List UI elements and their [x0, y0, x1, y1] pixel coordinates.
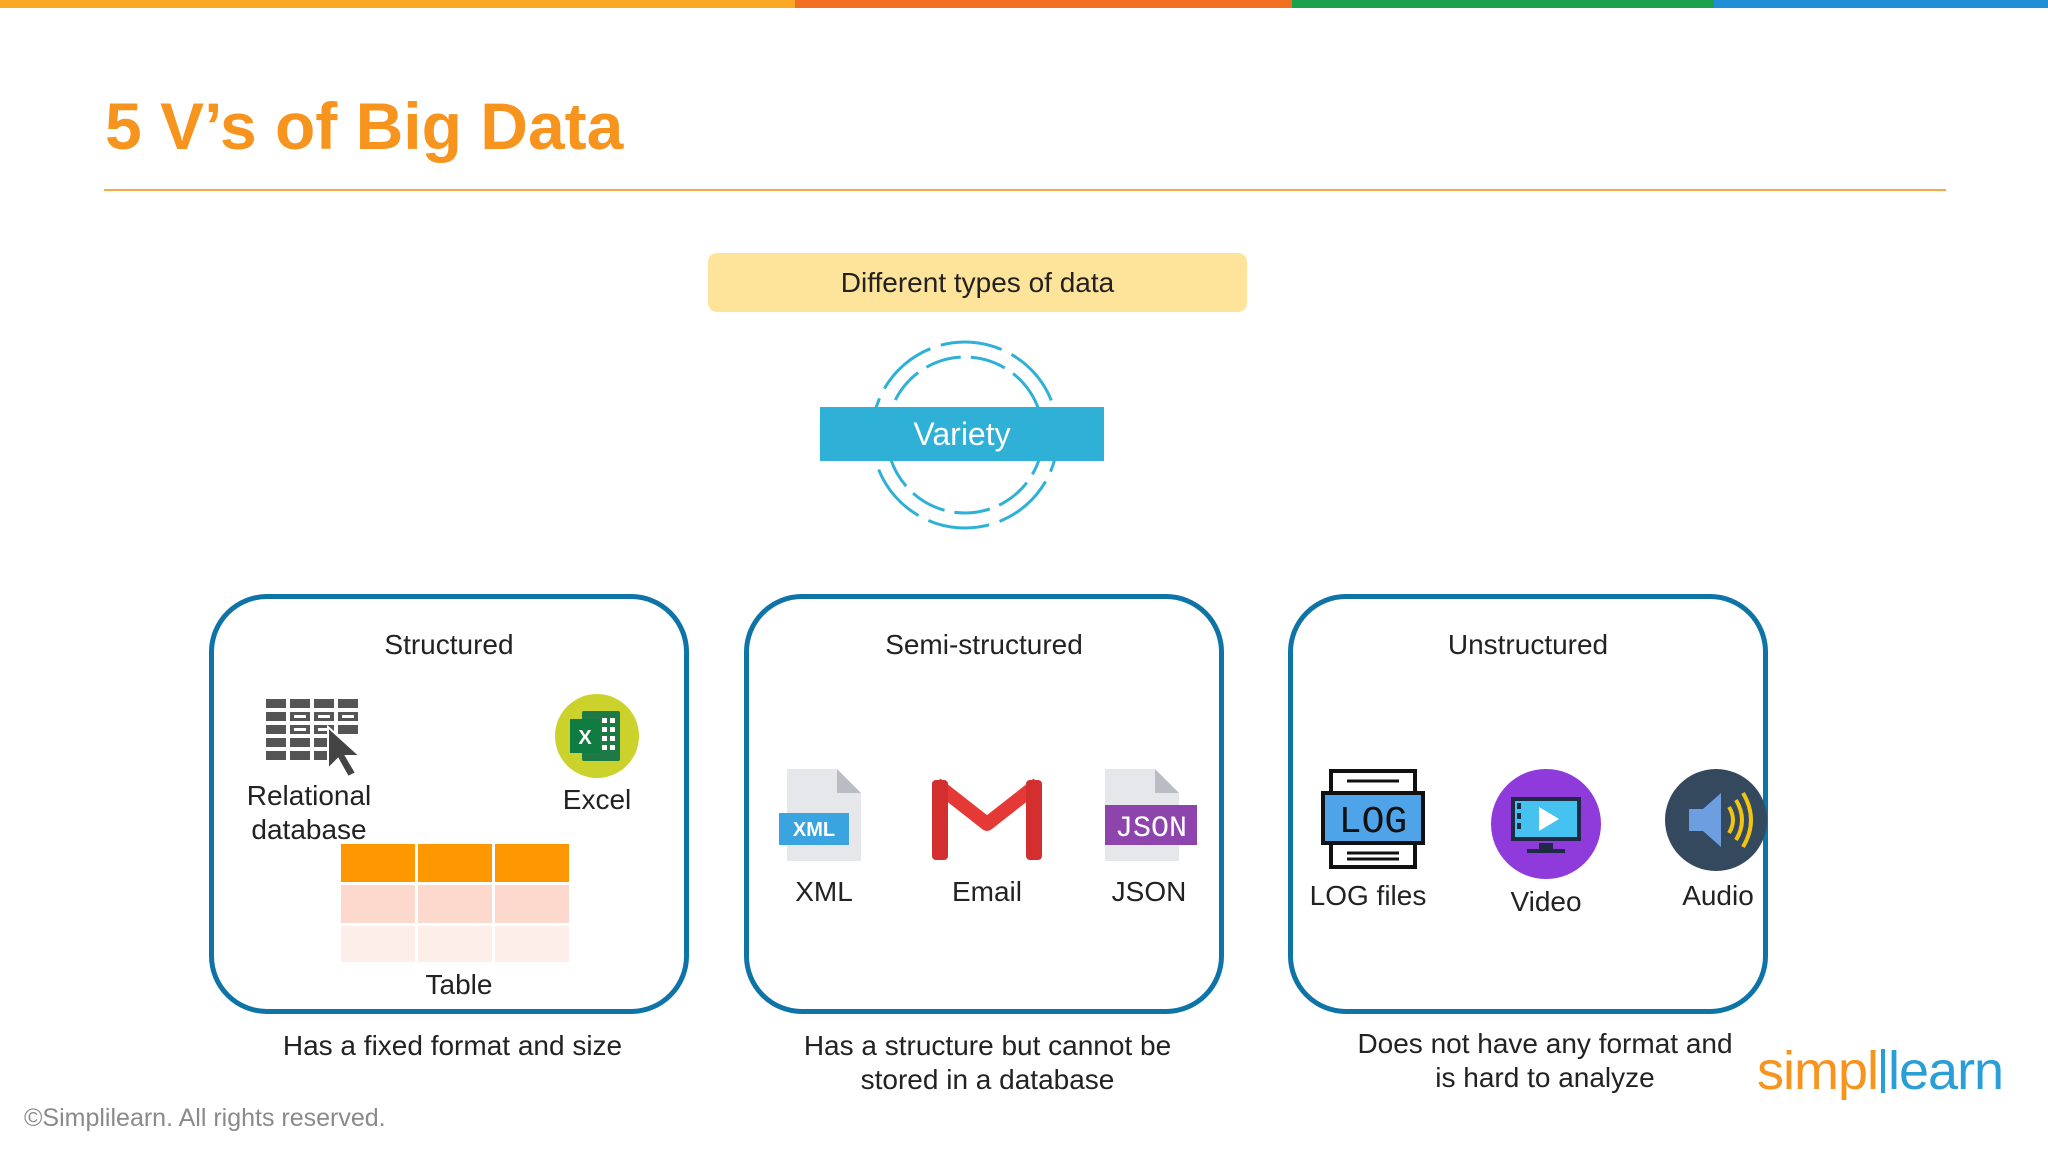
json-file-icon: JSON	[1105, 769, 1197, 861]
structured-description: Has a fixed format and size	[282, 1030, 623, 1061]
structured-title: Structured	[384, 629, 514, 660]
audio-speaker-icon	[1665, 769, 1767, 871]
variety-circle-icon	[870, 340, 1060, 530]
video-icon	[1491, 769, 1601, 879]
slide-title: 5 V’s of Big Data	[105, 89, 624, 163]
database-grid-icon	[266, 699, 363, 779]
types-of-data-label: Different types of data	[840, 266, 1115, 298]
svg-text:X: X	[578, 727, 592, 749]
top-color-bar	[0, 0, 2048, 8]
variety-label-bar: Variety	[820, 407, 1104, 461]
semi-structured-title: Semi-structured	[885, 629, 1083, 660]
logo-text-a: simpl	[1757, 1041, 1879, 1101]
table-icon	[341, 844, 569, 962]
json-label: JSON	[1111, 876, 1187, 907]
unstructured-title: Unstructured	[1447, 629, 1609, 660]
xml-label: XML	[795, 876, 853, 907]
logo-separator	[1881, 1049, 1886, 1093]
svg-text:LOG: LOG	[1339, 801, 1407, 844]
title-divider	[104, 189, 1946, 191]
table-label: Table	[425, 969, 493, 1000]
audio-label: Audio	[1682, 880, 1754, 911]
video-label: Video	[1510, 886, 1582, 917]
copyright-notice: ©Simplilearn. All rights reserved.	[24, 1104, 386, 1132]
svg-text:XML: XML	[793, 819, 835, 841]
variety-label: Variety	[913, 415, 1011, 452]
log-file-icon: LOG	[1321, 769, 1425, 869]
semi-structured-description: Has a structure but cannot be stored in …	[803, 1030, 1172, 1095]
structured-panel: Structured Relational database X Excel	[209, 594, 689, 1014]
svg-text:JSON: JSON	[1115, 812, 1187, 846]
semi-structured-panel: Semi-structured XML XML Email JSON JSON	[744, 594, 1224, 1014]
log-files-label: LOG files	[1309, 880, 1427, 911]
types-of-data-banner: Different types of data	[708, 253, 1247, 312]
unstructured-panel: Unstructured LOG LOG files Video Audio	[1288, 594, 1768, 1014]
excel-label: Excel	[562, 784, 632, 815]
unstructured-description: Does not have any format and is hard to …	[1357, 1028, 1733, 1093]
excel-icon: X	[555, 694, 639, 778]
xml-file-icon: XML	[779, 769, 861, 861]
logo-text-b: learn	[1888, 1041, 2004, 1101]
email-label: Email	[951, 876, 1022, 907]
relational-database-label: Relational database	[246, 780, 372, 845]
gmail-icon	[932, 778, 1042, 860]
